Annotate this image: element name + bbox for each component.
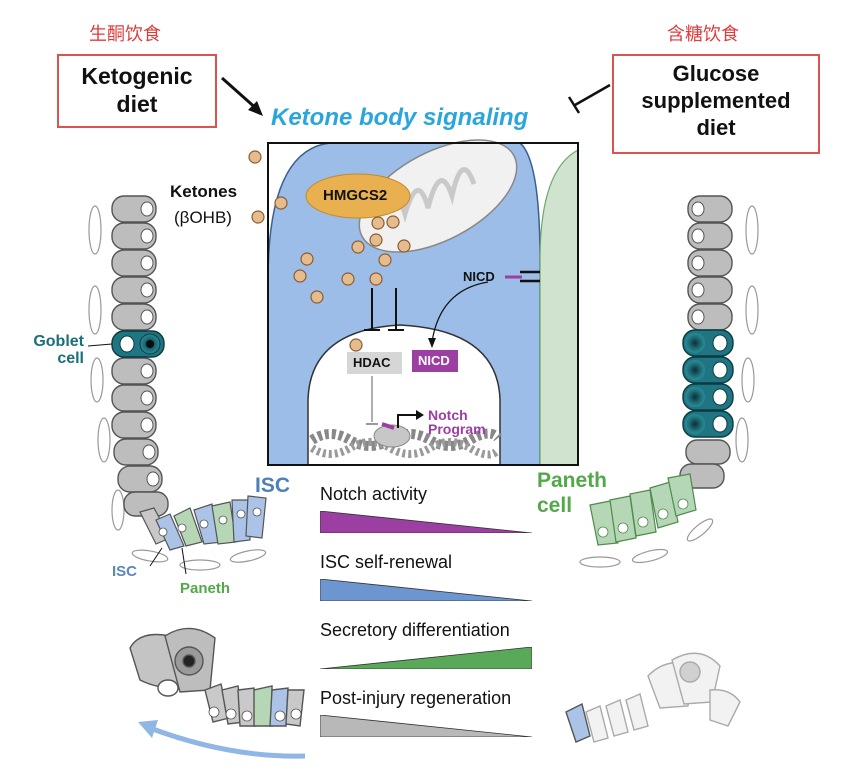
hdac-label: HDAC [353,355,391,370]
gradient-row: Post-injury regeneration [320,688,532,737]
gradient-wedge-svg [320,579,532,601]
glucose-diet-line3: diet [696,114,736,140]
notch-program-line2: Program [428,421,486,437]
paneth-cell-line2: cell [537,494,573,518]
gradient-wedge [320,511,532,533]
gradient-label: Notch activity [320,484,428,504]
nicd-translocation-arrow [431,281,489,343]
goblet-cell-label: Goblet cell [26,333,84,368]
glucose-diet-line2: supplemented [641,87,791,113]
gradient-wedge [320,715,532,737]
ketone-particles [248,150,411,352]
gradient-wedge-svg [320,647,532,669]
hdac-box [347,352,402,374]
gradient-wedge-svg [320,715,532,737]
ketones-label: Ketones [170,182,238,201]
nicd-membrane-marker [505,270,540,283]
gradient-label: ISC self-renewal [320,552,453,572]
nicd-nucleus-label: NICD [418,353,450,368]
glucose-diet-line1: Glucose [672,61,760,86]
goblet-cell-line1: Goblet [33,333,84,350]
notch-program-line1: Notch [428,407,468,423]
notch-program-label: Notch Program [428,408,486,436]
paneth-cell-large-label: Paneth cell [537,468,607,518]
gradient-label: Secretory differentiation [320,620,510,640]
gradient-row: Notch activity [320,484,532,533]
ketone-body-signaling-title: Ketone body signaling [271,104,529,131]
left-crypt-epithelium [87,195,267,575]
right-crypt-epithelium [579,195,759,568]
gradient-wedge [320,647,532,669]
gradient-label: Post-injury regeneration [320,688,512,708]
paneth-cell-line1: Paneth [537,469,608,492]
glucose-diet-box: Glucose supplemented diet [612,54,820,154]
inhibition-line [567,83,611,114]
activation-arrow [221,76,263,116]
regenerating-epithelium-left [129,627,305,727]
transcription-complex [373,424,411,448]
bohb-label: (βOHB) [174,208,232,227]
regeneration-arrow [149,725,306,759]
isc-small-label: ISC [112,563,138,580]
notch-program-arrow [397,414,418,428]
regenerating-epithelium-right [565,652,741,743]
ketogenic-diet-line2: diet [116,91,158,118]
ketogenic-diet-box: Ketogenic diet [57,54,217,128]
glucose-diet-chinese-label: 含糖饮食 [667,24,739,45]
gradient-wedge [320,579,532,601]
paneth-small-label: Paneth [180,580,231,597]
hmgcs2-label: HMGCS2 [323,187,388,204]
crypt-zoom-panel [267,139,579,466]
gradient-wedge-svg [320,511,532,533]
gradient-row: ISC self-renewal [320,552,532,601]
nicd-cytoplasm-label: NICD [463,269,495,284]
gradient-row: Secretory differentiation [320,620,532,669]
nicd-nucleus-box [412,350,458,372]
hdac-inhibition-bars [364,288,404,331]
ketogenic-diet-chinese-label: 生酮饮食 [89,24,161,45]
goblet-cell-line2: cell [57,349,84,367]
isc-large-label: ISC [255,474,291,497]
ketogenic-diet-line1: Ketogenic [81,63,193,89]
